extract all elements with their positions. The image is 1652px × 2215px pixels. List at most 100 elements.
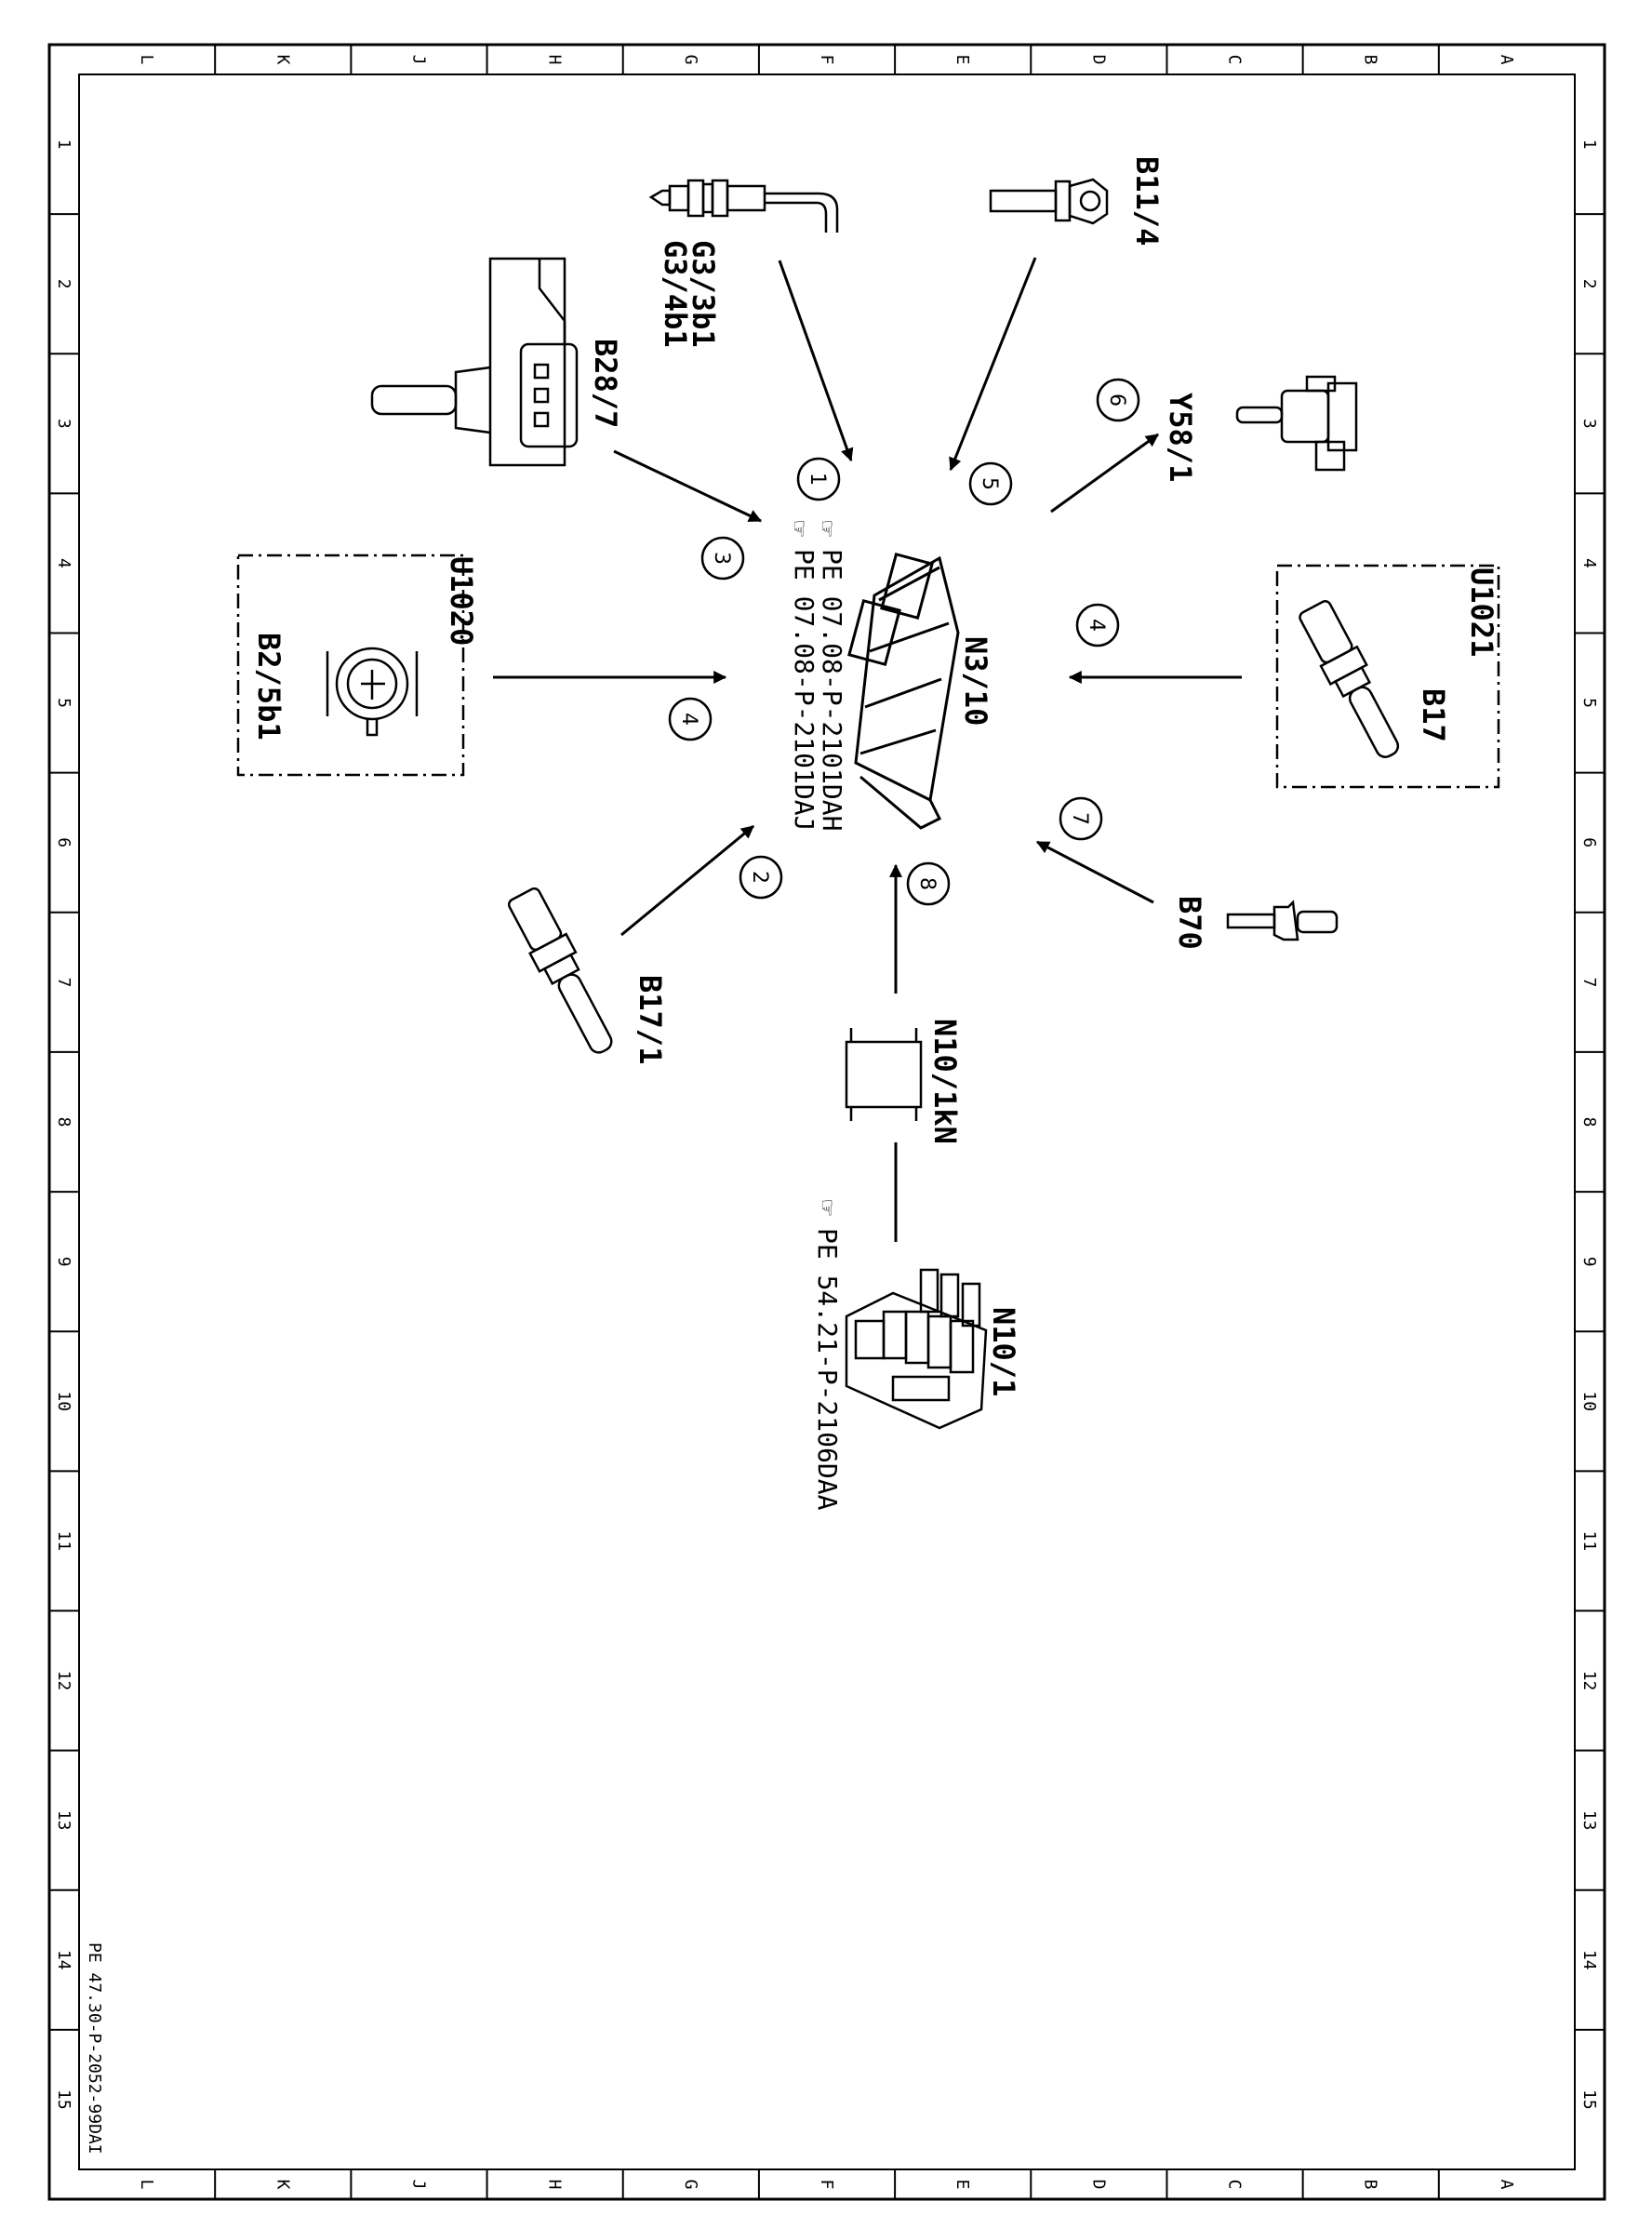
arrow-1 bbox=[778, 260, 854, 462]
grid-number-right: 4 bbox=[1579, 558, 1599, 568]
svg-text:1: 1 bbox=[806, 473, 829, 486]
callout-3: 3 bbox=[700, 536, 745, 580]
n10-1-reference: PE 54.21-P-2106DAA bbox=[812, 1228, 843, 1511]
grid-number-right: 7 bbox=[1579, 977, 1599, 987]
ecu-references: PE 07.08-P-2101DAH PE 07.08-P-2101DAJ ☞ … bbox=[784, 521, 847, 831]
ecu-ref-1: PE 07.08-P-2101DAH bbox=[817, 549, 847, 831]
b70-label: B70 bbox=[1172, 896, 1207, 950]
ecu-ref-2: PE 07.08-P-2101DAJ bbox=[789, 549, 819, 831]
grid-ticks bbox=[49, 45, 1605, 2199]
grid-number-right: 1 bbox=[1579, 140, 1599, 150]
grid-number-left: 3 bbox=[54, 419, 73, 429]
grid-number-left: 7 bbox=[54, 977, 73, 987]
grid-number-left: 4 bbox=[54, 558, 73, 568]
relay-n10-1kn-icon bbox=[845, 1028, 923, 1121]
g3-label-2: G3/4b1 bbox=[658, 240, 693, 348]
grid-letter-bottom: F bbox=[817, 2180, 836, 2190]
svg-text:2: 2 bbox=[748, 871, 771, 884]
grid-letter-bottom: J bbox=[408, 2180, 428, 2190]
b17-label: B17 bbox=[1416, 688, 1451, 742]
n10-1kn-label: N10/1kN bbox=[927, 1019, 963, 1144]
grid-letter-top: K bbox=[273, 55, 292, 65]
grid-number-left: 8 bbox=[54, 1117, 73, 1128]
grid-number-right: 2 bbox=[1579, 279, 1599, 289]
arrow-6 bbox=[1050, 433, 1159, 514]
arrow-5 bbox=[949, 257, 1037, 472]
grid-number-right: 12 bbox=[1579, 1671, 1599, 1691]
relay-module-n10-1-icon bbox=[845, 1268, 988, 1430]
temp-sensor-b17-1-icon bbox=[507, 887, 613, 1054]
grid-letter-top: L bbox=[137, 55, 156, 65]
callout-7: 7 bbox=[1059, 796, 1103, 841]
hand-pointer-icon: ☞ bbox=[812, 521, 843, 537]
grid-number-left: 10 bbox=[54, 1391, 73, 1411]
purge-valve-y58-1-icon bbox=[1235, 375, 1358, 472]
grid-number-left: 9 bbox=[54, 1257, 73, 1267]
svg-text:4: 4 bbox=[1085, 619, 1108, 632]
g3-label-1: G3/3b1 bbox=[686, 240, 721, 348]
hand-pointer-icon: ☞ bbox=[812, 1200, 843, 1216]
callout-2: 2 bbox=[739, 855, 783, 900]
u1020-group: U1020 B2/5b1 bbox=[236, 554, 479, 777]
grid-number-left: 13 bbox=[54, 1810, 73, 1831]
callout-1: 1 bbox=[796, 457, 841, 501]
crankshaft-sensor-b70-icon bbox=[1226, 900, 1339, 941]
grid-letter-top: J bbox=[408, 55, 428, 65]
grid-letter-top: G bbox=[681, 55, 700, 65]
oxygen-sensor-icon bbox=[648, 179, 839, 233]
grid-letter-bottom: C bbox=[1225, 2180, 1245, 2190]
grid-number-left: 5 bbox=[54, 698, 73, 708]
grid-letter-top: C bbox=[1225, 55, 1245, 65]
grid-letter-bottom: G bbox=[681, 2180, 700, 2190]
grid-number-right: 15 bbox=[1579, 2089, 1599, 2110]
grid-number-left: 6 bbox=[54, 837, 73, 847]
signal-arrows bbox=[493, 257, 1242, 1242]
grid-letter-bottom: E bbox=[953, 2180, 972, 2190]
grid-number-left: 2 bbox=[54, 279, 73, 289]
intake-temp-sensor-b17-icon bbox=[1299, 600, 1400, 758]
u1021-group: U1021 B17 bbox=[1275, 564, 1500, 789]
grid-letter-bottom: H bbox=[545, 2180, 565, 2190]
svg-text:5: 5 bbox=[978, 477, 1001, 490]
outer-frame bbox=[47, 43, 1606, 2201]
callout-8: 8 bbox=[906, 861, 951, 906]
b11-4-label: B11/4 bbox=[1129, 156, 1165, 246]
grid-letter-top: D bbox=[1088, 55, 1108, 65]
grid-number-left: 11 bbox=[54, 1531, 73, 1552]
grid-number-right: 8 bbox=[1579, 1117, 1599, 1128]
grid-number-right: 3 bbox=[1579, 419, 1599, 429]
grid-number-left: 12 bbox=[54, 1671, 73, 1691]
svg-text:6: 6 bbox=[1105, 394, 1128, 407]
arrow-2 bbox=[620, 824, 754, 937]
document-reference: PE 47.30-P-2052-99DAI bbox=[85, 1942, 104, 2155]
svg-text:7: 7 bbox=[1068, 812, 1091, 825]
grid-number-right: 14 bbox=[1579, 1950, 1599, 1970]
callout-6: 6 bbox=[1096, 378, 1140, 422]
arrow-7 bbox=[1035, 840, 1154, 904]
grid-number-left: 14 bbox=[54, 1950, 73, 1970]
grid-number-right: 11 bbox=[1579, 1531, 1599, 1552]
grid-letter-top: A bbox=[1497, 55, 1516, 65]
b17-1-label: B17/1 bbox=[633, 975, 668, 1064]
g3-labels: G3/3b1 G3/4b1 bbox=[658, 240, 721, 348]
grid-letter-top: B bbox=[1361, 55, 1380, 65]
callout-4-right: 4 bbox=[1075, 603, 1120, 647]
callout-4-left: 4 bbox=[668, 697, 713, 741]
grid-letter-top: F bbox=[817, 55, 836, 65]
grid-letter-bottom: B bbox=[1361, 2180, 1380, 2190]
ecu-n3-10 bbox=[847, 553, 960, 830]
b28-7-label: B28/7 bbox=[588, 339, 623, 428]
grid-number-right: 9 bbox=[1579, 1257, 1599, 1267]
ecu-label: N3/10 bbox=[958, 636, 993, 726]
grid-letter-bottom: A bbox=[1497, 2180, 1516, 2190]
grid-letter-top: H bbox=[545, 55, 565, 65]
grid-letter-bottom: K bbox=[273, 2180, 292, 2190]
b2-5b1-label: B2/5b1 bbox=[251, 633, 286, 741]
u1020-label: U1020 bbox=[444, 556, 479, 646]
hot-film-sensor-b2-5b1-icon bbox=[326, 647, 419, 737]
n10-1-label: N10/1 bbox=[986, 1307, 1021, 1396]
arrow-3 bbox=[613, 449, 763, 523]
grid-letter-bottom: D bbox=[1088, 2180, 1108, 2190]
